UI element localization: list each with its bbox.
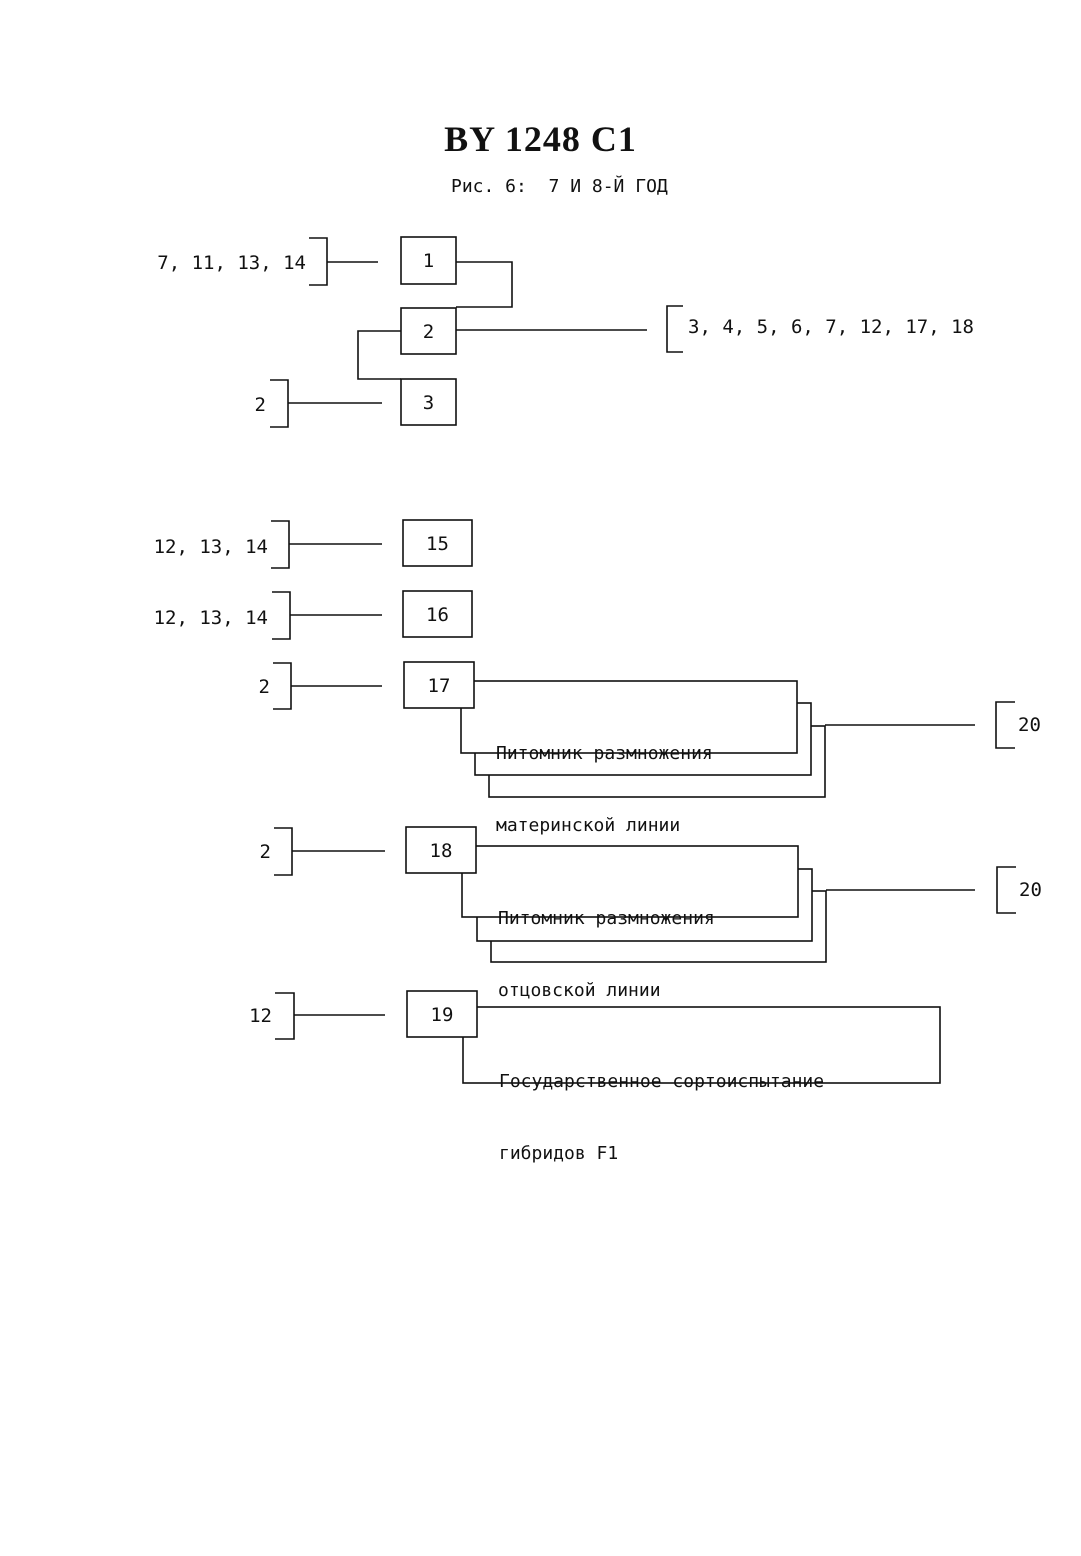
bracket-out18 [997, 867, 1016, 913]
node-label-18: 18 [406, 840, 476, 862]
bracket-in18 [274, 828, 385, 875]
box-17-line-2: материнской линии [496, 814, 713, 838]
input-label-17: 2 [200, 676, 270, 698]
box-19-label: Государственное сортоиспытание гибридов … [499, 1022, 824, 1214]
node-label-17: 17 [404, 675, 474, 697]
input-label-16: 12, 13, 14 [100, 607, 268, 629]
bracket-out2 [667, 306, 683, 352]
box-17-line-1: Питомник размножения [496, 742, 713, 766]
node-label-1: 1 [401, 250, 456, 272]
bracket-in1 [309, 238, 378, 285]
bracket-in16 [272, 592, 382, 639]
output-label-17: 20 [1018, 714, 1041, 736]
input-label-3: 2 [200, 394, 266, 416]
node-label-3: 3 [401, 392, 456, 414]
bracket-in3 [270, 380, 382, 427]
bracket-in19 [275, 993, 385, 1039]
input-label-19: 12 [200, 1005, 272, 1027]
input-label-1: 7, 11, 13, 14 [60, 252, 306, 274]
input-label-18: 2 [200, 841, 271, 863]
node-label-16: 16 [403, 604, 472, 626]
box-19-line-2: гибридов F1 [499, 1142, 824, 1166]
node-label-19: 19 [407, 1004, 477, 1026]
input-label-15: 12, 13, 14 [100, 536, 268, 558]
bracket-in15 [271, 521, 382, 568]
bracket-in17 [273, 663, 382, 709]
output-label-2: 3, 4, 5, 6, 7, 12, 17, 18 [688, 316, 974, 338]
connector-2-3 [358, 331, 401, 379]
node-label-2: 2 [401, 321, 456, 343]
box-19-line-1: Государственное сортоиспытание [499, 1070, 824, 1094]
node-label-15: 15 [403, 533, 472, 555]
bracket-out17 [996, 702, 1015, 748]
connector-1-2 [456, 262, 512, 307]
box-17-text: Питомник размножения материнской линии [496, 694, 713, 886]
box-18-line-1: Питомник размножения [498, 907, 715, 931]
output-label-18: 20 [1019, 879, 1042, 901]
box-18-line-2: отцовской линии [498, 979, 715, 1003]
